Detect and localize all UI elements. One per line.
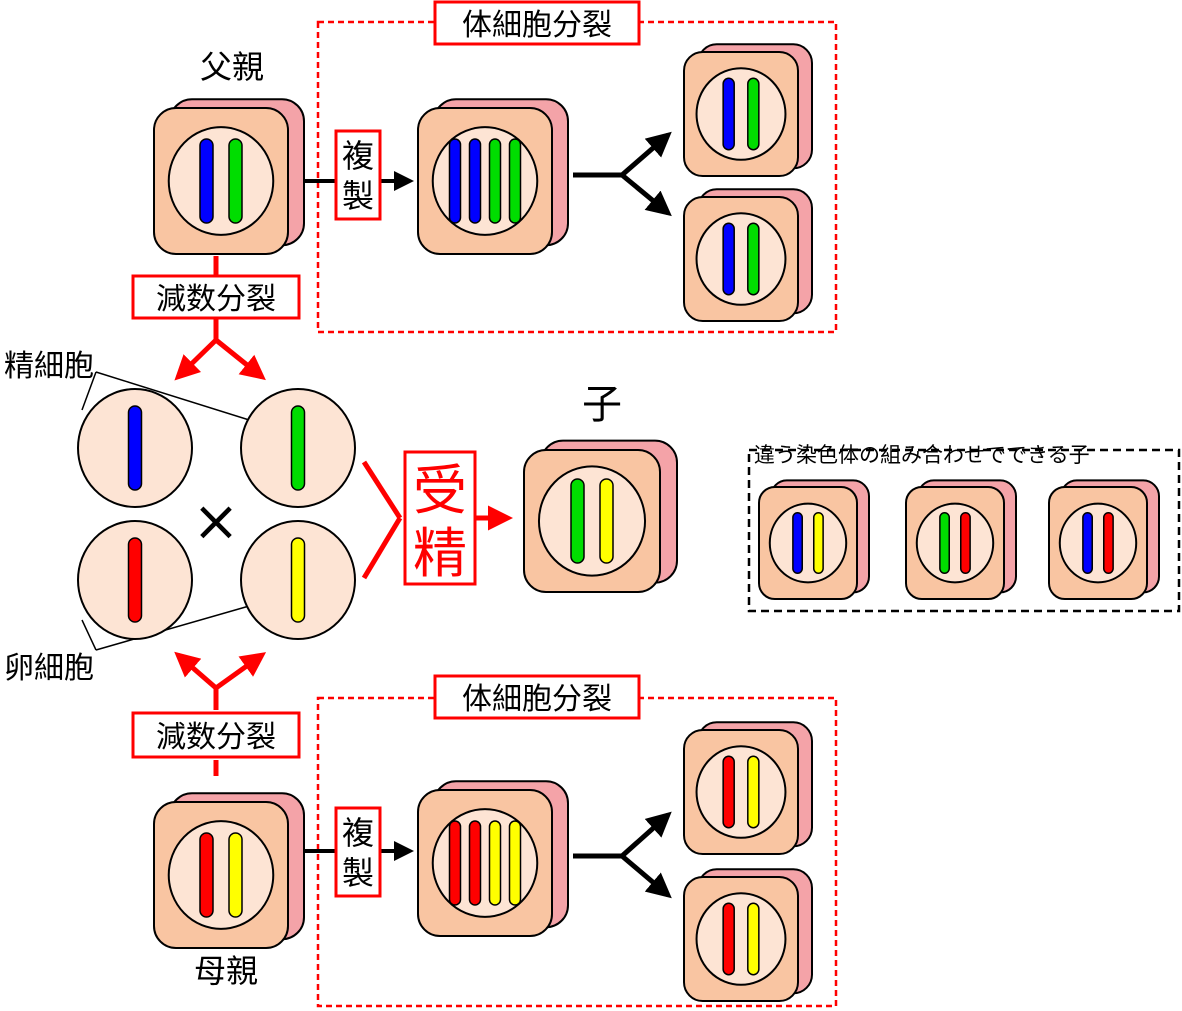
somatic-division-text-bottom: 体細胞分裂 [462, 682, 612, 717]
nucleus [431, 126, 539, 236]
nucleus [915, 502, 995, 584]
somatic-division-label-top: 体細胞分裂 [433, 0, 641, 46]
egg-label: 卵細胞 [4, 651, 94, 686]
chromosome-yellow [488, 820, 502, 906]
father-split-arrows [573, 131, 672, 217]
mother-meiosis-arrows [174, 651, 267, 776]
fertilization-text-1: 受 [413, 459, 467, 522]
sperm-cell-1 [77, 388, 193, 508]
nucleus [537, 465, 647, 577]
nucleus [167, 820, 275, 930]
mother-label: 母親 [194, 952, 258, 990]
mother-replicated-cell [417, 780, 569, 937]
combination-frame [747, 448, 1181, 613]
chromosome-red [127, 537, 143, 623]
chromosome-green [508, 138, 522, 224]
chromosome-yellow [508, 820, 522, 906]
nucleus [768, 502, 848, 584]
fertilization-label: 受 精 [403, 450, 477, 586]
nucleus [695, 745, 787, 839]
father-cell [153, 98, 305, 255]
father-replicated-cell [417, 98, 569, 255]
egg-cell-1 [77, 520, 193, 640]
somatic-division-text-top: 体細胞分裂 [462, 8, 612, 43]
nucleus [695, 892, 787, 986]
nucleus [167, 126, 275, 236]
mother-cell [153, 792, 305, 949]
replication-text-top-2: 製 [342, 177, 374, 215]
nucleus [695, 67, 787, 161]
chromosome-blue [199, 138, 214, 224]
chromosome-yellow [747, 755, 760, 829]
chromosome-red [468, 820, 482, 906]
replication-text-bottom-1: 複 [342, 814, 374, 852]
chromosome-red [960, 512, 971, 574]
chromosome-green [747, 77, 760, 151]
chromosome-yellow [290, 537, 306, 623]
chromosome-yellow [813, 512, 824, 574]
fertilization-arrows [361, 460, 513, 580]
chromosome-green [290, 405, 306, 491]
mother-daughter-cell-1 [683, 721, 813, 855]
chromosome-yellow [228, 832, 243, 918]
chromosome-blue [792, 512, 803, 574]
meiosis-label-top: 減数分裂 [131, 274, 301, 320]
chromosome-green [228, 138, 243, 224]
chromosome-green [488, 138, 502, 224]
chromosome-blue [448, 138, 462, 224]
nucleus [1058, 502, 1138, 584]
meiosis-text-top: 減数分裂 [156, 282, 276, 317]
father-meiosis-arrows [174, 256, 266, 381]
fertilization-text-2: 精 [413, 522, 467, 585]
chromosome-red [199, 832, 214, 918]
mother-daughter-cell-2 [683, 868, 813, 1002]
replication-label-top: 複 製 [334, 129, 382, 221]
combination-caption: 違う染色体の組み合わせでできる子 [754, 443, 1090, 467]
nucleus [431, 808, 539, 918]
sperm-cell-2 [240, 388, 356, 508]
combination-child-cell-3 [1048, 479, 1160, 600]
combination-child-cell-1 [758, 479, 870, 600]
egg-cell-2 [240, 520, 356, 640]
mother-split-arrows [573, 811, 672, 899]
chromosome-yellow [599, 478, 614, 564]
chromosome-green [570, 478, 585, 564]
chromosome-green [747, 222, 760, 296]
father-daughter-cell-2 [683, 188, 813, 322]
chromosome-red [1103, 512, 1114, 574]
replication-text-bottom-2: 製 [342, 854, 374, 892]
father-label: 父親 [200, 48, 264, 86]
combination-child-cell-2 [905, 479, 1017, 600]
cells-layer [77, 43, 1160, 1002]
child-label: 子 [582, 382, 622, 428]
replication-text-top-1: 複 [342, 137, 374, 175]
chromosome-red [722, 902, 735, 976]
child-cell [523, 439, 678, 593]
chromosome-yellow [747, 902, 760, 976]
meiosis-text-bottom: 減数分裂 [156, 720, 276, 755]
chromosome-red [448, 820, 462, 906]
nucleus [695, 212, 787, 306]
somatic-division-label-bottom: 体細胞分裂 [433, 674, 641, 720]
chromosome-blue [722, 222, 735, 296]
cross-mark: × [193, 489, 240, 554]
chromosome-blue [127, 405, 143, 491]
chromosome-blue [468, 138, 482, 224]
father-daughter-cell-1 [683, 43, 813, 177]
chromosome-blue [722, 77, 735, 151]
somatic-division-frame-bottom [316, 696, 838, 1008]
gamete-pointer-lines [81, 371, 263, 651]
meiosis-label-bottom: 減数分裂 [131, 711, 301, 759]
chromosome-blue [1082, 512, 1093, 574]
chromosome-red [722, 755, 735, 829]
sperm-label: 精細胞 [4, 349, 94, 384]
chromosome-green [939, 512, 950, 574]
replication-label-bottom: 複 製 [334, 806, 382, 898]
somatic-division-frame-top [316, 20, 838, 334]
